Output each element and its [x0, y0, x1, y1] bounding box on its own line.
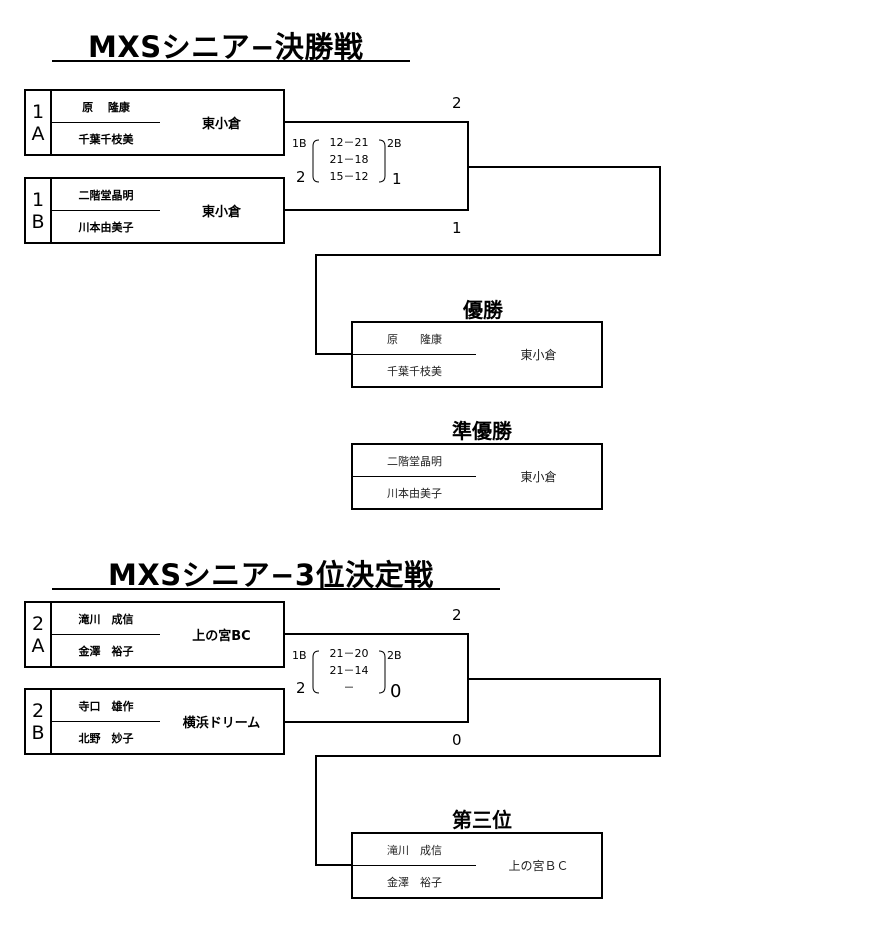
third-title-underline	[52, 588, 500, 590]
third-bracket-connector	[284, 633, 469, 723]
seed-number: 1	[31, 188, 45, 211]
winner-team: 東小倉	[476, 321, 603, 388]
players-1b: 二階堂晶明 川本由美子	[50, 177, 162, 244]
player1-name: 原 隆康	[52, 91, 160, 123]
players-2b: 寺口 雄作 北野 妙子	[50, 688, 162, 755]
player2-name: 千葉千枝美	[78, 132, 134, 146]
third-title: MXSシニア−3位決定戦	[108, 558, 434, 592]
set-score: 21－14	[329, 664, 369, 677]
runner-up-label: 準優勝	[452, 419, 512, 443]
players-1a: 原 隆康 千葉千枝美	[50, 89, 162, 156]
seed-letter: A	[31, 634, 45, 657]
set-score: 15－12	[329, 170, 369, 183]
player2-name: 金澤 裕子	[78, 644, 134, 658]
final-winner-path	[315, 166, 661, 355]
set-score: －	[343, 681, 355, 694]
score-left-label: 1B	[292, 649, 307, 662]
player2-name: 北野 妙子	[78, 731, 134, 745]
score-left-label: 1B	[292, 137, 307, 150]
seed-number: 1	[31, 100, 45, 123]
set-score: 21－20	[329, 647, 369, 660]
seed-number: 2	[31, 699, 45, 722]
player2-name: 川本由美子	[78, 220, 134, 234]
player1-name: 原 隆康	[353, 323, 476, 355]
seed-letter: B	[31, 210, 45, 233]
seed-1b: 1 B	[24, 177, 50, 244]
third-winner-path	[315, 678, 661, 866]
player1-name: 滝川 成信	[353, 834, 476, 866]
player2-name: 川本由美子	[387, 486, 442, 500]
games-won-b: 0	[452, 731, 462, 749]
games-won-a: 2	[452, 94, 462, 112]
final-bracket-connector	[284, 121, 469, 211]
player1-name: 二階堂晶明	[52, 179, 160, 211]
seed-number: 2	[31, 612, 45, 635]
final-title-underline	[52, 60, 410, 62]
winner-players: 原 隆康 千葉千枝美	[351, 321, 478, 388]
player1-name: 寺口 雄作	[52, 690, 160, 722]
player1-name: 二階堂晶明	[353, 445, 476, 477]
set-scores: 21－20 21－14 －	[324, 645, 374, 696]
score-right-total: 1	[392, 170, 402, 188]
set-score: 21－18	[329, 153, 369, 166]
seed-2a: 2 A	[24, 601, 50, 668]
runner-up-team: 東小倉	[476, 443, 603, 510]
team-1a: 東小倉	[160, 89, 285, 156]
team-2a: 上の宮BC	[160, 601, 285, 668]
third-place-team: 上の宮ＢＣ	[476, 832, 603, 899]
final-title: MXSシニア−決勝戦	[88, 30, 364, 64]
players-2a: 滝川 成信 金澤 裕子	[50, 601, 162, 668]
games-won-b: 1	[452, 219, 462, 237]
player1-name: 滝川 成信	[52, 603, 160, 635]
score-left-total: 2	[296, 679, 306, 697]
player2-name: 金澤 裕子	[387, 875, 442, 889]
winner-label: 優勝	[463, 298, 503, 322]
games-won-a: 2	[452, 606, 462, 624]
runner-up-players: 二階堂晶明 川本由美子	[351, 443, 478, 510]
score-left-total: 2	[296, 168, 306, 186]
team-1b: 東小倉	[160, 177, 285, 244]
third-place-players: 滝川 成信 金澤 裕子	[351, 832, 478, 899]
score-right-total: 0	[390, 681, 402, 702]
set-score: 12－21	[329, 136, 369, 149]
team-2b: 横浜ドリーム	[160, 688, 285, 755]
score-right-label: 2B	[387, 137, 402, 150]
player2-name: 千葉千枝美	[387, 364, 442, 378]
seed-letter: B	[31, 721, 45, 744]
seed-letter: A	[31, 122, 45, 145]
score-right-label: 2B	[387, 649, 402, 662]
set-scores: 12－21 21－18 15－12	[324, 134, 374, 185]
third-place-label: 第三位	[452, 808, 512, 832]
seed-2b: 2 B	[24, 688, 50, 755]
seed-1a: 1 A	[24, 89, 50, 156]
